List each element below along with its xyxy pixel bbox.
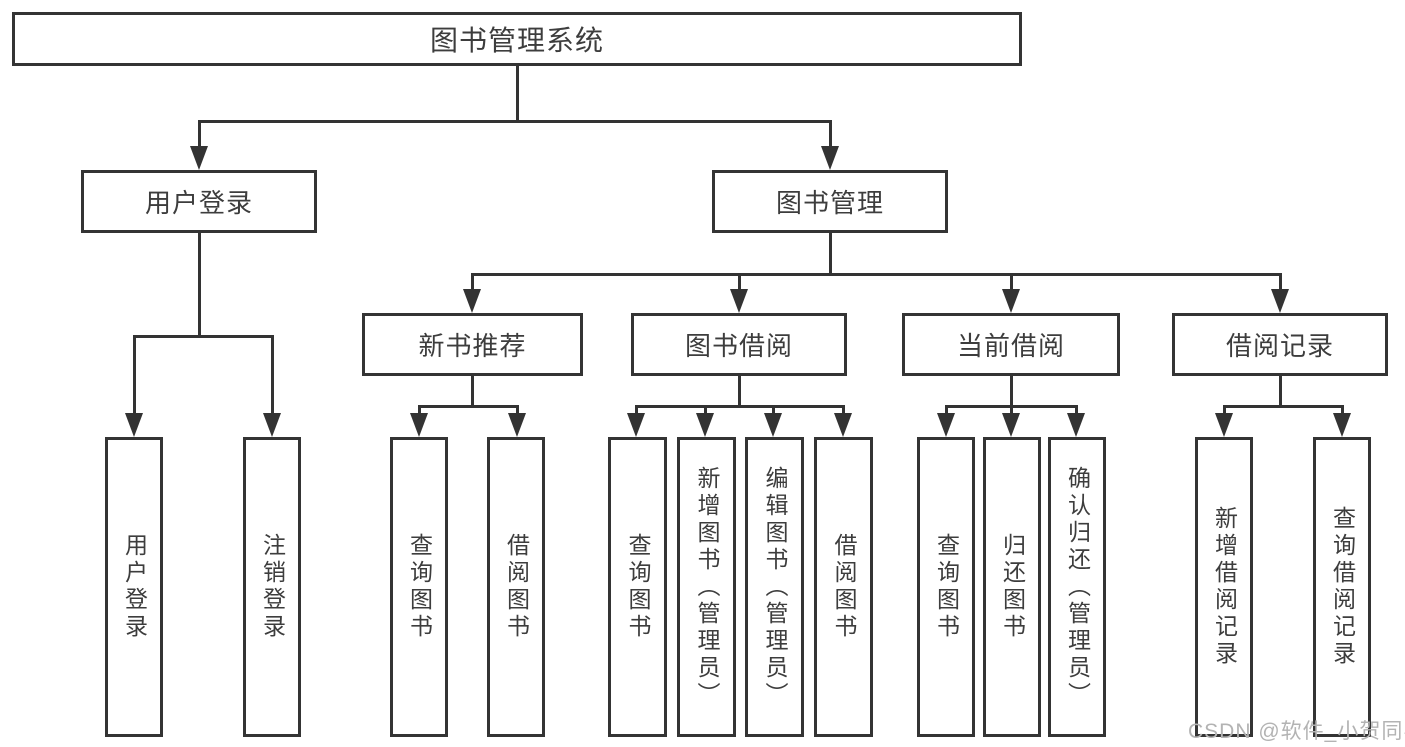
connector-line: [471, 273, 1281, 276]
connector-line: [516, 66, 519, 120]
connector-arrow: [730, 289, 748, 313]
connector-line: [1341, 405, 1344, 419]
leaf-add-borrowing-record: 新增借阅记录: [1195, 437, 1253, 737]
connector-arrow: [937, 413, 955, 437]
connector-arrow: [834, 413, 852, 437]
leaf-borrow-books-recommend: 借阅图书: [487, 437, 545, 737]
node-new-book-recommend: 新书推荐: [362, 313, 583, 376]
connector-line: [704, 405, 707, 419]
connector-line: [1075, 405, 1078, 419]
connector-line: [271, 335, 274, 417]
connector-line: [829, 120, 832, 152]
connector-line: [418, 405, 421, 419]
connector-line: [772, 405, 775, 419]
csdn-watermark: CSDN @软件_小贺同学: [1188, 720, 1405, 743]
connector-arrow: [410, 413, 428, 437]
node-label: 借阅记录: [1225, 331, 1334, 361]
connector-arrow: [1067, 413, 1085, 437]
leaf-borrow-books-borrowing: 借阅图书: [814, 437, 873, 737]
leaf-logout: 注销登录: [243, 437, 301, 737]
connector-arrow: [764, 413, 782, 437]
connector-arrow: [696, 413, 714, 437]
connector-arrow: [1215, 413, 1233, 437]
node-label: 查询借阅记录: [1329, 506, 1356, 668]
connector-line: [471, 376, 474, 407]
connector-arrow: [190, 146, 208, 170]
leaf-user-login: 用户登录: [105, 437, 163, 737]
leaf-return-books: 归还图书: [983, 437, 1041, 737]
node-label: 用户登录: [144, 188, 253, 218]
connector-arrow: [821, 146, 839, 170]
connector-line: [516, 405, 519, 419]
connector-arrow: [1333, 413, 1351, 437]
node-label: 新书推荐: [418, 331, 527, 361]
connector-line: [842, 405, 845, 419]
node-label: 注销登录: [259, 533, 286, 641]
node-label: 图书借阅: [684, 331, 793, 361]
node-label: 新增借阅记录: [1211, 506, 1238, 668]
connector-line: [1010, 405, 1013, 419]
node-label: 当前借阅: [956, 331, 1065, 361]
node-label: 确认归还（管理员）: [1064, 465, 1091, 709]
connector-line: [418, 405, 519, 408]
connector-arrow: [508, 413, 526, 437]
connector-line: [1279, 376, 1282, 407]
node-label: 新增图书（管理员）: [694, 465, 720, 709]
node-label: 查询图书: [406, 533, 433, 641]
leaf-edit-books-admin: 编辑图书（管理员）: [745, 437, 804, 737]
node-label: 归还图书: [999, 533, 1026, 641]
node-label: 图书管理: [775, 188, 884, 218]
node-label: 图书管理系统: [429, 25, 604, 56]
node-library-management-system: 图书管理系统: [12, 12, 1022, 66]
connector-line: [198, 120, 201, 152]
connector-line: [133, 335, 136, 417]
node-label: 查询图书: [625, 533, 651, 641]
node-label: 用户登录: [121, 533, 148, 641]
connector-arrow: [1002, 413, 1020, 437]
connector-arrow: [263, 413, 281, 437]
connector-line: [1010, 273, 1013, 293]
node-borrowing-records: 借阅记录: [1172, 313, 1388, 376]
connector-line: [738, 376, 741, 407]
leaf-query-books-recommend: 查询图书: [390, 437, 448, 737]
node-book-management: 图书管理: [712, 170, 948, 233]
leaf-query-borrowing-record: 查询借阅记录: [1313, 437, 1371, 737]
connector-arrow: [125, 413, 143, 437]
connector-line: [1223, 405, 1226, 419]
leaf-confirm-return-admin: 确认归还（管理员）: [1048, 437, 1106, 737]
connector-line: [635, 405, 638, 419]
connector-line: [133, 335, 274, 338]
leaf-add-books-admin: 新增图书（管理员）: [677, 437, 736, 737]
connector-arrow: [1271, 289, 1289, 313]
connector-line: [198, 120, 832, 123]
leaf-query-books-current: 查询图书: [917, 437, 975, 737]
connector-arrow: [463, 289, 481, 313]
connector-line: [635, 405, 845, 408]
node-label: 借阅图书: [831, 533, 857, 641]
leaf-query-books-borrowing: 查询图书: [608, 437, 667, 737]
connector-line: [1010, 376, 1013, 407]
connector-line: [945, 405, 948, 419]
node-user-login: 用户登录: [81, 170, 317, 233]
connector-arrow: [1002, 289, 1020, 313]
connector-line: [471, 273, 474, 293]
connector-line: [738, 273, 741, 293]
connector-line: [1223, 405, 1343, 408]
node-label: 借阅图书: [503, 533, 530, 641]
node-label: 查询图书: [933, 533, 960, 641]
connector-arrow: [627, 413, 645, 437]
node-label: 编辑图书（管理员）: [762, 465, 788, 709]
connector-line: [829, 233, 832, 273]
node-book-borrowing: 图书借阅: [631, 313, 847, 376]
connector-line: [1279, 273, 1282, 293]
node-current-borrowing: 当前借阅: [902, 313, 1120, 376]
connector-line: [198, 233, 201, 335]
